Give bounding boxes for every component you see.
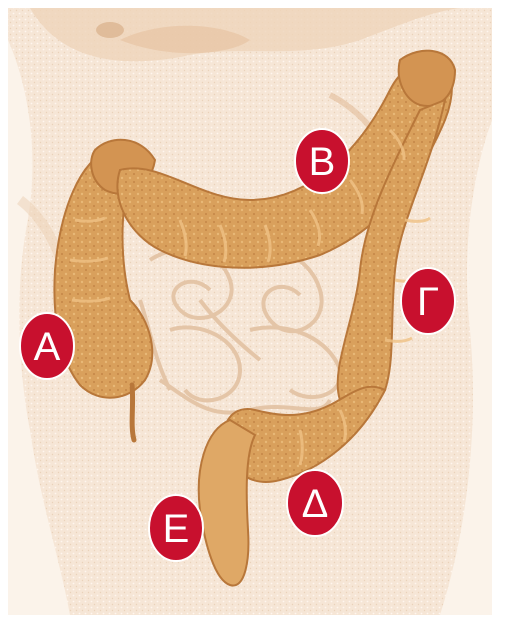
label-a-text: Α — [34, 325, 61, 369]
label-g: Γ — [401, 268, 455, 334]
label-e-text: Ε — [163, 507, 190, 551]
label-b-text: Β — [309, 140, 336, 184]
label-d: Δ — [287, 470, 343, 536]
label-d-text: Δ — [302, 482, 329, 526]
label-g-text: Γ — [417, 280, 439, 324]
label-a: Α — [20, 313, 74, 379]
label-b: Β — [295, 129, 349, 193]
label-e: Ε — [149, 495, 203, 561]
